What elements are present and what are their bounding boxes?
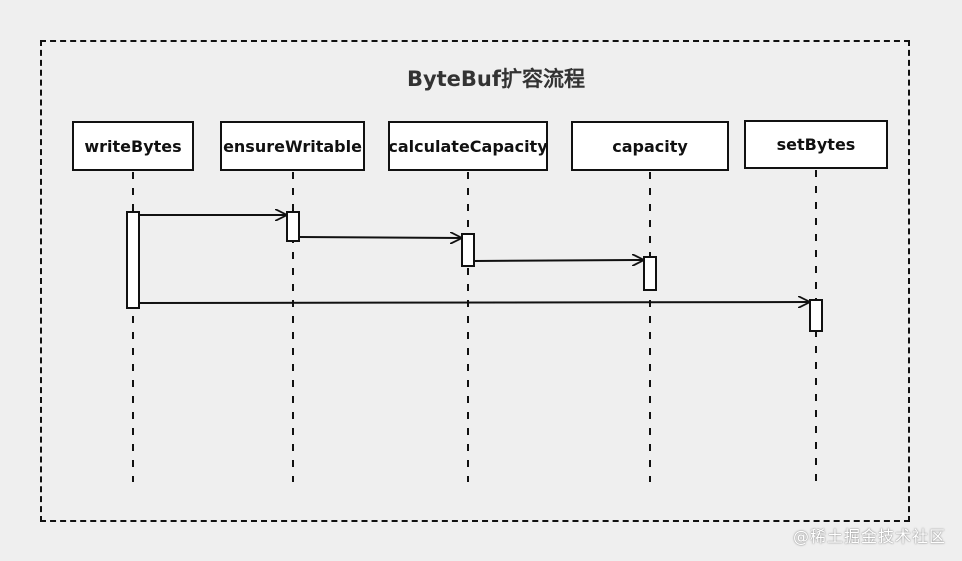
participant-ensureWritable: ensureWritable [220,121,365,171]
participant-capacity: capacity [571,121,729,171]
diagram-title: ByteBuf扩容流程 [406,67,586,91]
participant-calculateCapacity: calculateCapacity [388,121,548,171]
activation-ensureWritable [286,211,300,242]
diagram-frame [40,40,910,522]
participant-writeBytes: writeBytes [72,121,194,171]
message-calculateCapacity-to-capacity [473,260,643,261]
activation-setBytes [809,299,823,332]
watermark: @稀土掘金技术社区 [792,527,946,546]
message-writeBytes-to-setBytes [138,302,809,303]
message-ensureWritable-to-calculateCapacity [298,237,461,238]
activation-calculateCapacity [461,233,475,267]
participant-setBytes: setBytes [744,120,888,169]
activation-writeBytes [126,211,140,309]
activation-capacity [643,256,657,291]
